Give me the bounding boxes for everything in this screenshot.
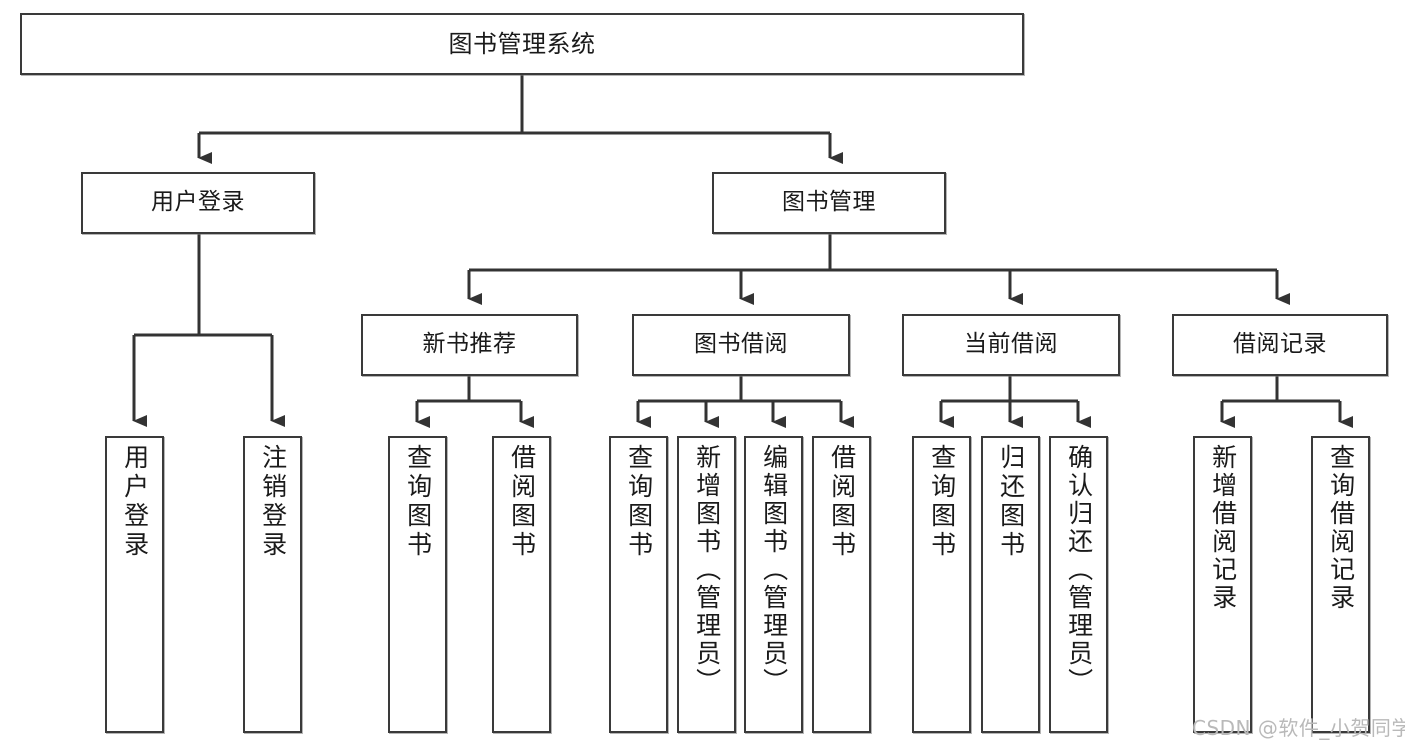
- leaf-record-query-record[interactable]: 查询借阅记录: [1311, 436, 1370, 733]
- node-label: 借阅图书: [827, 444, 857, 560]
- leaf-borrow-query-book[interactable]: 查询图书: [609, 436, 668, 733]
- node-label: 新书推荐: [422, 331, 517, 358]
- node-label: 图书管理: [782, 189, 876, 216]
- node-label: 查询图书: [624, 444, 654, 560]
- node-borrow-record[interactable]: 借阅记录: [1172, 314, 1388, 376]
- node-book-borrow[interactable]: 图书借阅: [632, 314, 850, 376]
- node-label: 查询借阅记录: [1326, 444, 1356, 612]
- node-label: 图书借阅: [694, 331, 788, 358]
- leaf-current-query-book[interactable]: 查询图书: [912, 436, 971, 733]
- leaf-borrow-add-book-admin[interactable]: 新增图书（管理员）: [677, 436, 736, 733]
- node-label: 编辑图书（管理员）: [759, 444, 789, 696]
- leaf-current-confirm-return-admin[interactable]: 确认归还（管理员）: [1049, 436, 1108, 733]
- leaf-current-return-book[interactable]: 归还图书: [981, 436, 1040, 733]
- node-label: 借阅记录: [1233, 331, 1327, 358]
- leaf-recommend-borrow-book[interactable]: 借阅图书: [492, 436, 551, 733]
- node-label: 新增图书（管理员）: [692, 444, 722, 696]
- leaf-borrow-edit-book-admin[interactable]: 编辑图书（管理员）: [744, 436, 803, 733]
- leaf-user-login-signin[interactable]: 用户登录: [105, 436, 164, 733]
- node-root-system[interactable]: 图书管理系统: [20, 13, 1024, 75]
- leaf-record-add-record[interactable]: 新增借阅记录: [1193, 436, 1252, 733]
- node-book-management[interactable]: 图书管理: [712, 172, 946, 234]
- node-label: 确认归还（管理员）: [1064, 444, 1094, 696]
- leaf-borrow-borrow-book[interactable]: 借阅图书: [812, 436, 871, 733]
- node-label: 借阅图书: [507, 444, 537, 560]
- node-new-book-recommend[interactable]: 新书推荐: [361, 314, 578, 376]
- node-label: 查询图书: [403, 444, 433, 560]
- node-label: 用户登录: [151, 189, 245, 216]
- leaf-recommend-query-book[interactable]: 查询图书: [388, 436, 447, 733]
- node-label: 图书管理系统: [448, 29, 596, 58]
- node-label: 注销登录: [258, 444, 288, 560]
- node-label: 用户登录: [120, 444, 150, 560]
- node-label: 查询图书: [927, 444, 957, 560]
- node-label: 当前借阅: [964, 331, 1058, 358]
- node-label: 归还图书: [996, 444, 1026, 560]
- csdn-watermark: CSDN @软件_小贺同学: [1192, 716, 1405, 740]
- leaf-user-login-signout[interactable]: 注销登录: [243, 436, 302, 733]
- node-label: 新增借阅记录: [1208, 444, 1238, 612]
- node-current-borrow[interactable]: 当前借阅: [902, 314, 1120, 376]
- node-user-login[interactable]: 用户登录: [81, 172, 315, 234]
